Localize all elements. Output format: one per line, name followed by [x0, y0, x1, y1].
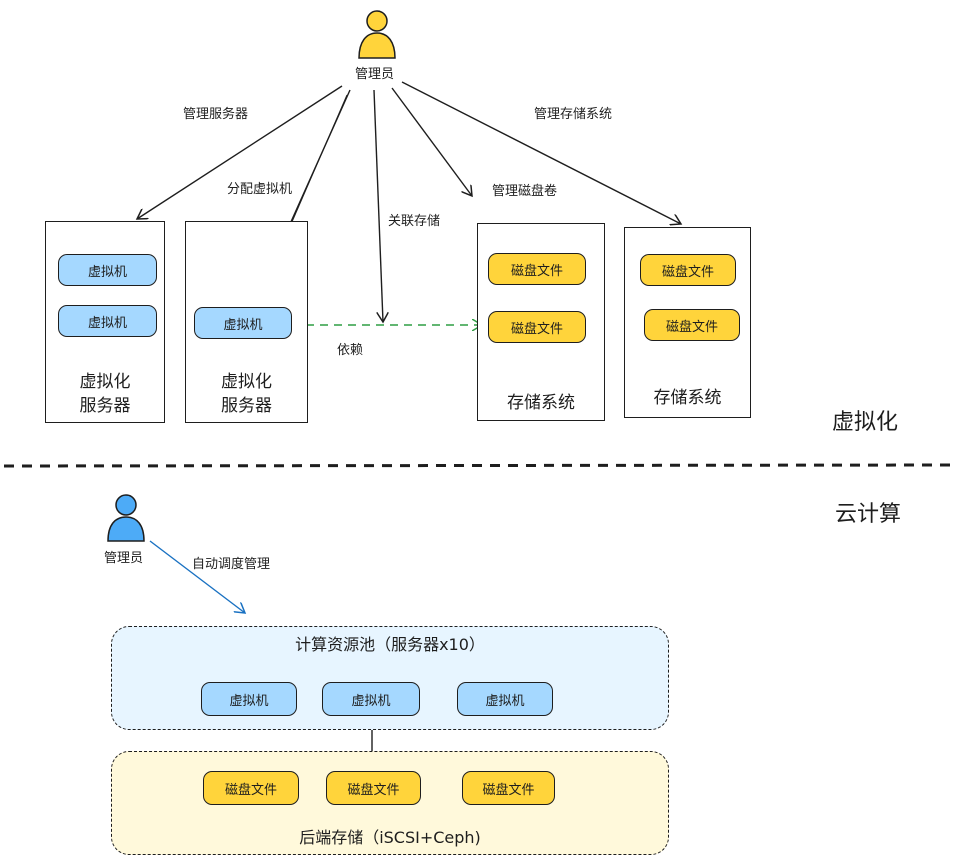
edge-label-auto-schedule: 自动调度管理	[192, 557, 271, 572]
compute-pool-title: 计算资源池（服务器x10）	[295, 635, 485, 654]
section-divider	[3, 463, 956, 468]
section-label-virtualization: 虚拟化	[832, 410, 899, 435]
disk-file-node: 磁盘文件	[644, 309, 740, 341]
edge-label-link-storage: 关联存储	[388, 214, 441, 229]
admin-top-label: 管理员	[355, 67, 395, 82]
edge-label-manage-server: 管理服务器	[183, 107, 249, 122]
storage-system-1-title: 存储系统	[507, 393, 575, 413]
vm-node: 虚拟机	[58, 254, 157, 286]
backend-disk-node: 磁盘文件	[462, 771, 555, 805]
backend-disk-node: 磁盘文件	[203, 771, 299, 805]
pool-vm-node: 虚拟机	[457, 682, 553, 716]
edge-label-depends: 依赖	[337, 343, 364, 358]
admin-bottom-label: 管理员	[104, 551, 144, 566]
vm-node: 虚拟机	[194, 307, 292, 339]
backend-disk-node: 磁盘文件	[326, 771, 421, 805]
arrow-manage-server	[137, 85, 343, 219]
storage-system-2-title: 存储系统	[653, 388, 722, 408]
arrow-auto-schedule	[149, 540, 245, 613]
pool-vm-node: 虚拟机	[322, 682, 420, 716]
arrow-link-storage	[373, 89, 383, 322]
disk-file-node: 磁盘文件	[488, 311, 586, 343]
arrow-manage-storage	[401, 81, 681, 224]
virt-server-1-title: 虚拟化 服务器	[79, 372, 131, 416]
vm-node: 虚拟机	[58, 305, 157, 337]
arrow-manage-volume	[391, 87, 472, 196]
edge-label-manage-volume: 管理磁盘卷	[492, 184, 558, 199]
edge-label-manage-storage: 管理存储系统	[534, 107, 613, 122]
pool-vm-node: 虚拟机	[201, 682, 297, 716]
disk-file-node: 磁盘文件	[640, 254, 736, 286]
virt-server-2-title: 虚拟化 服务器	[221, 372, 272, 416]
backend-storage-title: 后端存储（iSCSI+Ceph)	[299, 828, 481, 847]
edge-label-assign-vm: 分配虚拟机	[227, 182, 293, 197]
disk-file-node: 磁盘文件	[488, 253, 586, 285]
section-label-cloud: 云计算	[835, 502, 902, 527]
